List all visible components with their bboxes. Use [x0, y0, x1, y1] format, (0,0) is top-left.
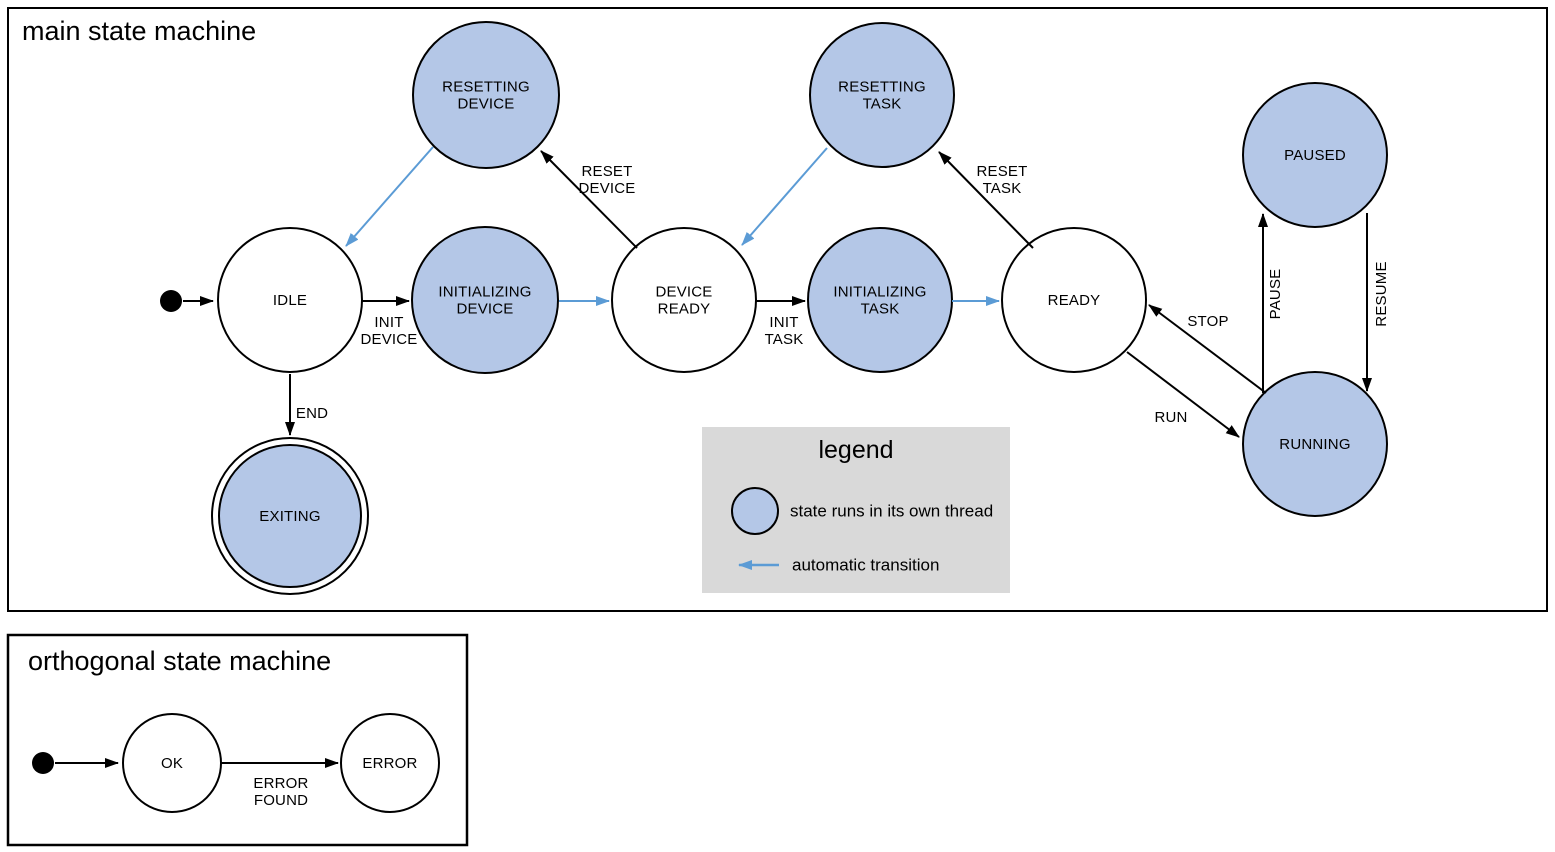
transition-resetting-task-auto-arrow	[741, 147, 828, 246]
main-state-machine-title: main state machine	[22, 16, 256, 46]
transition-resetting-device-auto-arrow	[345, 146, 434, 247]
state-paused-circle	[1242, 82, 1388, 228]
state-ok-label: OK	[161, 755, 183, 772]
state-running-label: RUNNING	[1279, 436, 1350, 453]
transition-run-arrow	[1126, 351, 1240, 438]
orthogonal-state-machine-title: orthogonal state machine	[28, 646, 331, 676]
transition-pause-label: PAUSE	[1267, 269, 1284, 320]
state-error: ERROR	[340, 713, 440, 813]
state-paused: PAUSED	[1242, 82, 1388, 228]
state-ready: READY	[1001, 227, 1147, 373]
state-exiting-circle	[218, 444, 362, 588]
state-exiting-label: EXITING	[259, 508, 320, 525]
legend-threaded-state-label: state runs in its own thread	[790, 502, 993, 521]
legend-title: legend	[818, 436, 893, 464]
legend-auto-transition-label: automatic transition	[792, 556, 939, 575]
transition-stop-label: STOP	[1187, 313, 1228, 330]
transition-reset-device-arrow	[540, 150, 638, 249]
transition-resume-label: RESUME	[1373, 261, 1390, 326]
state-resetting-task-circle	[809, 22, 955, 168]
state-initializing-device-circle	[411, 226, 559, 374]
transition-stop-arrow	[1148, 304, 1267, 394]
transition-reset-task-arrow	[938, 151, 1034, 249]
state-ok: OK	[122, 713, 222, 813]
transition-run-label: RUN	[1154, 409, 1187, 426]
state-ready-circle	[1001, 227, 1147, 373]
state-paused-label: PAUSED	[1284, 147, 1346, 164]
state-idle: IDLE	[217, 227, 363, 373]
state-ready-label: READY	[1048, 292, 1101, 309]
state-running: RUNNING	[1242, 371, 1388, 517]
ortho-initial-state-dot	[32, 752, 54, 774]
state-error-label: ERROR	[362, 755, 417, 772]
ortho-states-group: OK ERROR	[32, 713, 440, 813]
main-initial-state-dot	[160, 290, 182, 312]
state-exiting: EXITING	[211, 437, 369, 595]
transition-end-label: END	[296, 405, 328, 422]
state-idle-label: IDLE	[273, 292, 307, 309]
state-resetting-device-circle	[412, 21, 560, 169]
state-error-circle	[340, 713, 440, 813]
state-running-circle	[1242, 371, 1388, 517]
legend-threaded-state-icon	[731, 487, 779, 535]
